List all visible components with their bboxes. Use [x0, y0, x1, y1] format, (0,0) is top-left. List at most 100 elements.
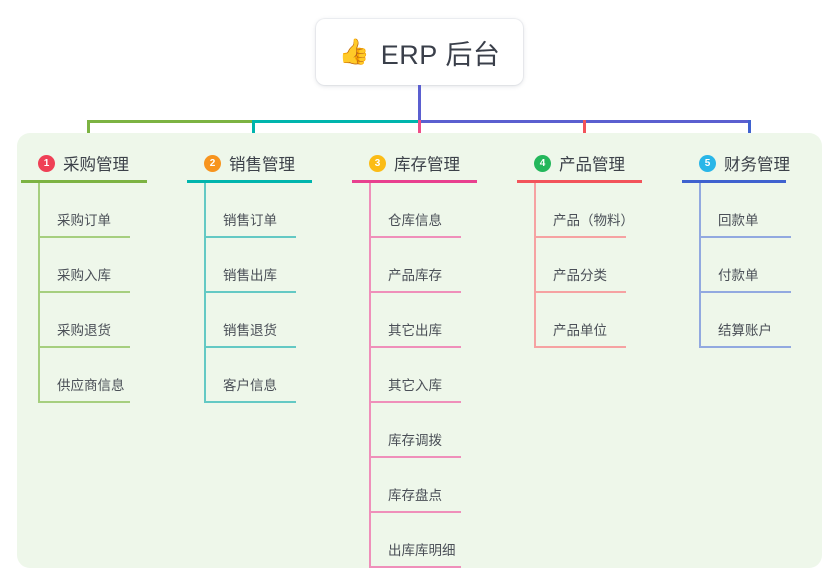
branch-item-list: 仓库信息产品库存其它出库其它入库库存调拨库存盘点出库库明细: [348, 183, 513, 568]
branch-number-badge: 5: [699, 154, 716, 172]
branch-item-rule: [369, 346, 461, 348]
branch-item-label: 其它入库: [388, 378, 442, 393]
branch-item-label: 销售订单: [223, 213, 277, 228]
branch-item[interactable]: 产品（物料）: [513, 183, 678, 238]
branch-item-rule: [534, 346, 626, 348]
branch-item-label: 仓库信息: [388, 213, 442, 228]
branch-item[interactable]: 采购订单: [17, 183, 183, 238]
branch-item-list: 采购订单采购入库采购退货供应商信息: [17, 183, 183, 403]
branch-item-label: 采购订单: [57, 213, 111, 228]
branch-stem: [534, 183, 536, 348]
branch-header-rule: [21, 180, 147, 183]
branch-item[interactable]: 其它出库: [348, 293, 513, 348]
branch-item[interactable]: 销售订单: [183, 183, 348, 238]
branch-item-label: 付款单: [718, 268, 759, 283]
branch-item-label: 产品分类: [553, 268, 607, 283]
branch-item-rule: [369, 456, 461, 458]
branch-item-label: 产品（物料）: [553, 213, 634, 228]
branch-column-1: 1 采购管理采购订单采购入库采购退货供应商信息: [17, 146, 183, 403]
branch-item-label: 其它出库: [388, 323, 442, 338]
branch-item-rule: [38, 346, 130, 348]
branch-header[interactable]: 4 产品管理: [513, 146, 678, 180]
branch-item[interactable]: 产品单位: [513, 293, 678, 348]
branch-item-rule: [204, 401, 296, 403]
branch-item-rule: [534, 291, 626, 293]
branch-stem: [699, 183, 701, 348]
branch-item-rule: [38, 291, 130, 293]
branch-item-label: 销售出库: [223, 268, 277, 283]
branch-item-label: 结算账户: [718, 323, 772, 338]
branch-header-rule: [517, 180, 642, 183]
branch-column-4: 4 产品管理产品（物料） 产品分类产品单位: [513, 146, 678, 348]
branch-item-rule: [38, 236, 130, 238]
branch-item-rule: [369, 291, 461, 293]
branch-item-label: 产品单位: [553, 323, 607, 338]
branch-stem: [204, 183, 206, 403]
branch-item-rule: [204, 236, 296, 238]
branch-item-rule: [369, 566, 461, 568]
branch-header[interactable]: 5 财务管理: [678, 146, 822, 180]
branch-item-rule: [369, 401, 461, 403]
branch-item-rule: [699, 346, 791, 348]
branch-item-rule: [369, 236, 461, 238]
branch-header-rule: [187, 180, 312, 183]
branch-item[interactable]: 结算账户: [678, 293, 822, 348]
branch-item-label: 采购退货: [57, 323, 111, 338]
branch-item-list: 产品（物料） 产品分类产品单位: [513, 183, 678, 348]
connector-trunk: [418, 85, 421, 123]
branch-item-rule: [369, 511, 461, 513]
branch-item-rule: [204, 291, 296, 293]
branch-item[interactable]: 销售出库: [183, 238, 348, 293]
branch-item-label: 客户信息: [223, 378, 277, 393]
branch-item-rule: [38, 401, 130, 403]
branch-item-label: 库存盘点: [388, 488, 442, 503]
branch-item[interactable]: 客户信息: [183, 348, 348, 403]
branch-item[interactable]: 库存调拨: [348, 403, 513, 458]
branch-item[interactable]: 销售退货: [183, 293, 348, 348]
branch-item-label: 回款单: [718, 213, 759, 228]
thumbs-up-icon: 👍: [338, 37, 370, 66]
branch-item[interactable]: 采购退货: [17, 293, 183, 348]
branch-item-label: 出库库明细: [388, 543, 456, 558]
branch-number-badge: 4: [534, 154, 551, 172]
branch-header-rule: [352, 180, 477, 183]
branch-title: 采购管理: [63, 156, 129, 174]
branch-header[interactable]: 1 采购管理: [17, 146, 183, 180]
branch-item[interactable]: 回款单: [678, 183, 822, 238]
connector-bar-segment: [252, 120, 419, 123]
connector-bar-segment: [87, 120, 253, 123]
branch-item-label: 供应商信息: [57, 378, 125, 393]
branch-column-5: 5 财务管理回款单付款单结算账户: [678, 146, 822, 348]
branch-header-rule: [682, 180, 786, 183]
branch-item-label: 采购入库: [57, 268, 111, 283]
branch-item-rule: [699, 236, 791, 238]
branch-number-badge: 2: [204, 154, 221, 172]
branch-item[interactable]: 供应商信息: [17, 348, 183, 403]
root-node-title: ERP 后台: [380, 39, 501, 70]
branch-title: 库存管理: [394, 156, 460, 174]
branch-item-list: 回款单付款单结算账户: [678, 183, 822, 348]
branch-item-label: 销售退货: [223, 323, 277, 338]
branch-item[interactable]: 库存盘点: [348, 458, 513, 513]
root-node[interactable]: 👍 ERP 后台: [316, 19, 523, 85]
branch-title: 财务管理: [724, 156, 790, 174]
branch-item[interactable]: 付款单: [678, 238, 822, 293]
branch-title: 产品管理: [559, 156, 625, 174]
branch-number-badge: 1: [38, 154, 55, 172]
branch-item-rule: [534, 236, 626, 238]
branch-item[interactable]: 产品库存: [348, 238, 513, 293]
branch-item-label: 产品库存: [388, 268, 442, 283]
branch-item[interactable]: 仓库信息: [348, 183, 513, 238]
branch-stem: [38, 183, 40, 403]
branch-item[interactable]: 采购入库: [17, 238, 183, 293]
branch-stem: [369, 183, 371, 568]
branch-item[interactable]: 产品分类: [513, 238, 678, 293]
branch-item[interactable]: 出库库明细: [348, 513, 513, 568]
branch-item[interactable]: 其它入库: [348, 348, 513, 403]
branch-item-rule: [204, 346, 296, 348]
branch-item-label: 库存调拨: [388, 433, 442, 448]
